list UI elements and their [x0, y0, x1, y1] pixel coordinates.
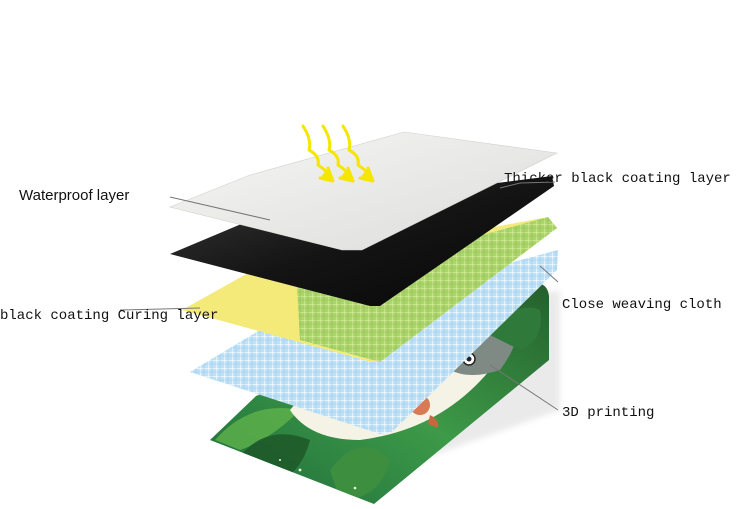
label-close-weaving-cloth: Close weaving cloth: [562, 297, 722, 313]
waterproof-layer-sheet: [169, 131, 559, 251]
leader-black-curing: [119, 307, 201, 311]
label-thicker-black-coating-layer: Thicker black coating layer: [504, 171, 731, 187]
label-waterproof-layer: Waterproof layer: [19, 187, 130, 204]
label-3d-printing: 3D printing: [562, 405, 655, 421]
label-black-coating-curing-layer: black coating Curing layer: [0, 308, 219, 324]
leader-thicker-black: [499, 181, 556, 189]
curing-mesh-overlap: [297, 217, 557, 362]
leader-lines: [119, 181, 559, 411]
leader-3d-printing: [489, 364, 559, 411]
leader-close-weaving: [539, 265, 559, 283]
leader-waterproof: [169, 196, 271, 221]
sun-arrows-icon: [301, 124, 375, 183]
